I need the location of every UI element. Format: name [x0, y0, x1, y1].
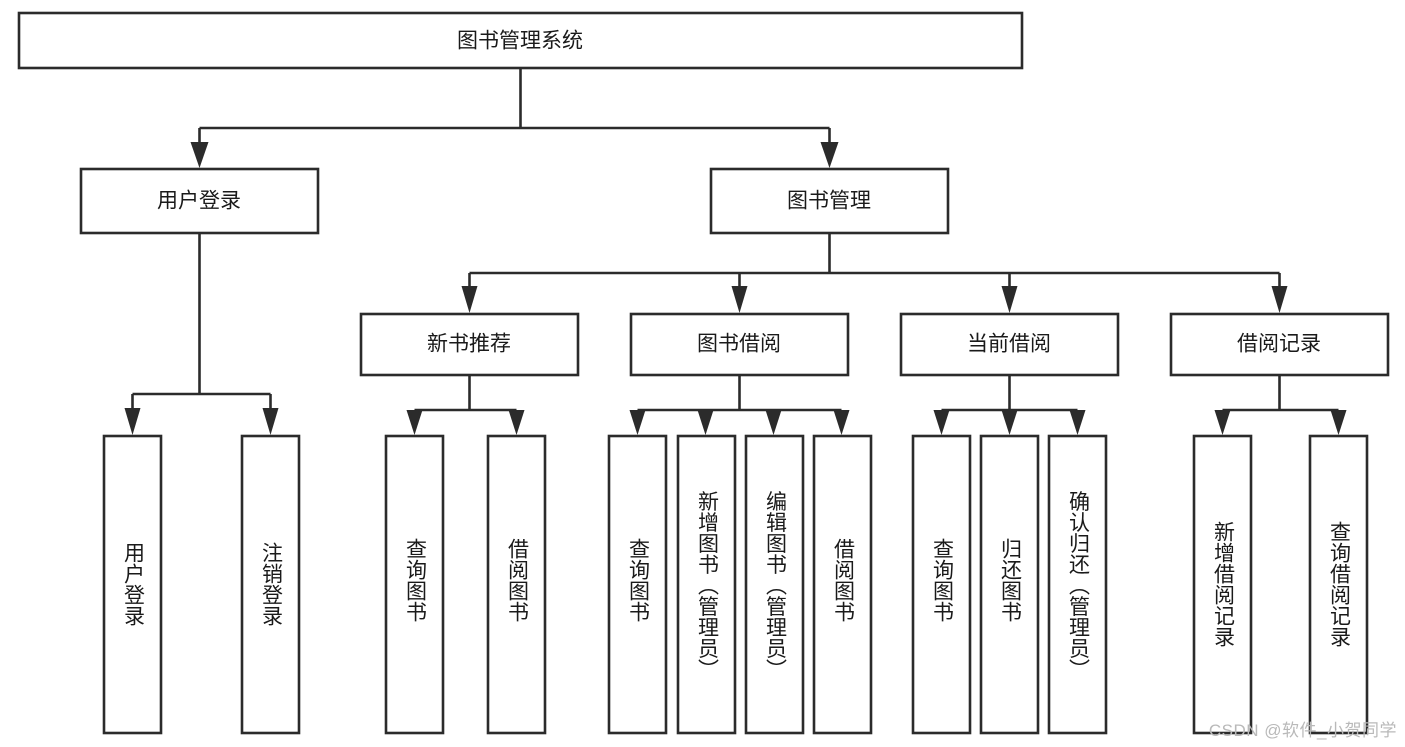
- arrow-to-leaf-user-login: [124, 408, 141, 435]
- node-new-book-recommend-label: 新书推荐: [427, 333, 511, 356]
- node-leaf-edit-book-box[interactable]: [744, 434, 805, 735]
- arrow-to-leaf-borrow-book-2: [833, 410, 850, 435]
- arrow-to-leaf-borrow-book-1: [508, 410, 525, 435]
- arrow-root-to-user-login: [190, 142, 209, 168]
- arrow-to-leaf-user-logout: [262, 408, 279, 435]
- node-leaf-user-logout[interactable]: 注销登录: [240, 434, 301, 735]
- node-leaf-borrow-book-2[interactable]: 借阅图书: [812, 434, 873, 735]
- node-leaf-add-record[interactable]: 新增借阅记录: [1192, 434, 1253, 735]
- arrow-to-borrow-record: [1271, 286, 1288, 313]
- node-leaf-add-book-label: 新增图书（管理员）: [696, 491, 720, 680]
- arrow-to-leaf-query-book-3: [933, 410, 950, 435]
- connector-group-user-login: [124, 233, 279, 435]
- node-book-borrow-label: 图书借阅: [697, 333, 781, 356]
- node-leaf-user-logout-box[interactable]: [240, 434, 301, 735]
- node-borrow-record-label: 借阅记录: [1237, 333, 1321, 356]
- arrow-to-leaf-edit-book: [765, 410, 782, 435]
- node-book-management-label: 图书管理: [787, 190, 871, 213]
- node-leaf-user-login-label: 用户登录: [122, 542, 146, 626]
- node-leaf-query-book-3[interactable]: 查询图书: [911, 434, 972, 735]
- node-leaf-user-login[interactable]: 用户登录: [102, 434, 163, 735]
- node-root-box[interactable]: [17, 11, 1024, 70]
- arrow-to-current-borrow: [1001, 286, 1018, 313]
- node-book-management-box[interactable]: [709, 167, 950, 235]
- node-leaf-borrow-book-1-box[interactable]: [486, 434, 547, 735]
- node-leaf-query-book-3-label: 查询图书: [931, 538, 955, 622]
- node-leaf-add-book[interactable]: 新增图书（管理员）: [676, 434, 737, 735]
- node-book-borrow-box[interactable]: [629, 312, 850, 377]
- node-leaf-edit-book-label: 编辑图书（管理员）: [764, 491, 788, 680]
- node-leaf-user-logout-label: 注销登录: [260, 542, 284, 626]
- connector-group-root: [190, 68, 839, 168]
- arrow-to-leaf-add-record: [1214, 410, 1231, 435]
- node-leaf-user-login-box[interactable]: [102, 434, 163, 735]
- node-leaf-borrow-book-2-label: 借阅图书: [832, 538, 856, 622]
- arrow-to-leaf-return-book: [1001, 410, 1018, 435]
- node-leaf-confirm-return-box[interactable]: [1047, 434, 1108, 735]
- node-user-login[interactable]: 用户登录: [79, 167, 320, 235]
- node-leaf-borrow-book-2-box[interactable]: [812, 434, 873, 735]
- arrow-root-to-book-management: [820, 142, 839, 168]
- connector-group-book-management: [461, 233, 1288, 313]
- node-borrow-record-box[interactable]: [1169, 312, 1390, 377]
- node-leaf-return-book-box[interactable]: [979, 434, 1040, 735]
- node-root-label: 图书管理系统: [457, 30, 583, 53]
- node-leaf-return-book[interactable]: 归还图书: [979, 434, 1040, 735]
- node-current-borrow-label: 当前借阅: [967, 333, 1051, 356]
- node-leaf-query-record[interactable]: 查询借阅记录: [1308, 434, 1369, 735]
- node-leaf-return-book-label: 归还图书: [999, 538, 1023, 622]
- node-new-book-recommend[interactable]: 新书推荐: [359, 312, 580, 377]
- arrow-to-book-borrow: [731, 286, 748, 313]
- node-leaf-add-record-box[interactable]: [1192, 434, 1253, 735]
- connector-group-borrow-record: [1214, 376, 1347, 435]
- node-leaf-add-book-box[interactable]: [676, 434, 737, 735]
- arrow-to-leaf-query-record: [1330, 410, 1347, 435]
- node-current-borrow[interactable]: 当前借阅: [899, 312, 1120, 377]
- node-user-login-label: 用户登录: [157, 190, 241, 213]
- arrow-to-leaf-confirm-return: [1069, 410, 1086, 435]
- arrow-to-leaf-query-book-2: [629, 410, 646, 435]
- node-leaf-borrow-book-1-label: 借阅图书: [506, 538, 530, 622]
- node-leaf-add-record-label: 新增借阅记录: [1212, 521, 1236, 647]
- node-leaf-query-book-3-box[interactable]: [911, 434, 972, 735]
- connector-group-new-book-recommend: [406, 376, 525, 435]
- node-leaf-query-book-2-label: 查询图书: [627, 538, 651, 622]
- node-leaf-query-book-2[interactable]: 查询图书: [607, 434, 668, 735]
- node-leaf-query-book-2-box[interactable]: [607, 434, 668, 735]
- node-new-book-recommend-box[interactable]: [359, 312, 580, 377]
- node-leaf-query-book-1[interactable]: 查询图书: [384, 434, 445, 735]
- node-leaf-query-book-1-box[interactable]: [384, 434, 445, 735]
- node-book-management[interactable]: 图书管理: [709, 167, 950, 235]
- node-leaf-query-record-label: 查询借阅记录: [1328, 521, 1352, 647]
- node-current-borrow-box[interactable]: [899, 312, 1120, 377]
- node-book-borrow[interactable]: 图书借阅: [629, 312, 850, 377]
- node-leaf-confirm-return-label: 确认归还（管理员）: [1067, 491, 1091, 680]
- arrow-to-new-book-recommend: [461, 286, 478, 313]
- node-leaf-query-record-box[interactable]: [1308, 434, 1369, 735]
- arrow-to-leaf-add-book: [697, 410, 714, 435]
- node-leaf-confirm-return[interactable]: 确认归还（管理员）: [1047, 434, 1108, 735]
- node-leaf-borrow-book-1[interactable]: 借阅图书: [486, 434, 547, 735]
- arrow-to-leaf-query-book-1: [406, 410, 423, 435]
- node-leaf-query-book-1-label: 查询图书: [404, 538, 428, 622]
- connector-group-book-borrow: [629, 376, 850, 435]
- node-root[interactable]: 图书管理系统: [17, 11, 1024, 70]
- connector-group-current-borrow: [933, 376, 1086, 435]
- node-borrow-record[interactable]: 借阅记录: [1169, 312, 1390, 377]
- node-leaf-edit-book[interactable]: 编辑图书（管理员）: [744, 434, 805, 735]
- node-user-login-box[interactable]: [79, 167, 320, 235]
